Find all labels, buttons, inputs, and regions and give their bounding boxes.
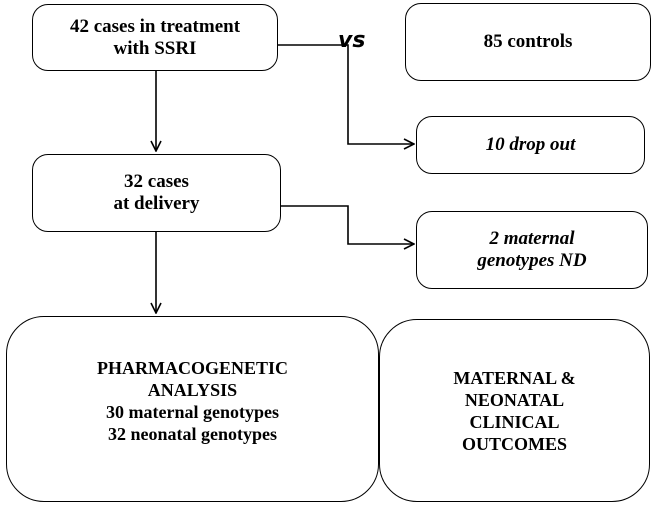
box-drop-out: 10 drop out xyxy=(416,116,645,174)
genotypes-nd-line-1: 2 maternal xyxy=(489,228,575,249)
outcomes-line-2: NEONATAL xyxy=(464,389,565,410)
outcomes-line-3: CLINICAL xyxy=(469,411,560,432)
genotypes-nd-line-2: genotypes ND xyxy=(477,250,587,271)
pharmacogenetic-line-2: ANALYSIS xyxy=(147,380,238,400)
pharmacogenetic-line-1: PHARMACOGENETIC xyxy=(96,358,288,378)
box-cases-ssri: 42 cases in treatment with SSRI xyxy=(32,4,278,71)
vs-label: vs xyxy=(338,28,366,53)
outcomes-line-1: MATERNAL & xyxy=(453,367,576,388)
drop-out-label: 10 drop out xyxy=(485,134,576,155)
arrow-ssri-to-dropout xyxy=(278,44,414,144)
box-pharmacogenetic-analysis: PHARMACOGENETIC ANALYSIS 30 maternal gen… xyxy=(6,316,379,502)
cases-ssri-line-2: with SSRI xyxy=(113,37,197,59)
box-clinical-outcomes: MATERNAL & NEONATAL CLINICAL OUTCOMES xyxy=(379,319,650,502)
pharmacogenetic-line-3: 30 maternal genotypes xyxy=(106,402,279,422)
cases-delivery-line-2: at delivery xyxy=(113,193,200,214)
box-controls: 85 controls xyxy=(405,3,651,81)
controls-label: 85 controls xyxy=(483,31,573,52)
cases-delivery-line-1: 32 cases xyxy=(124,171,189,192)
box-cases-delivery: 32 cases at delivery xyxy=(32,154,281,232)
outcomes-line-4: OUTCOMES xyxy=(461,433,567,454)
cases-ssri-line-1: 42 cases in treatment xyxy=(69,15,241,37)
arrow-delivery-to-nd xyxy=(281,205,414,244)
box-genotypes-nd: 2 maternal genotypes ND xyxy=(416,211,648,289)
pharmacogenetic-line-4: 32 neonatal genotypes xyxy=(107,424,277,444)
